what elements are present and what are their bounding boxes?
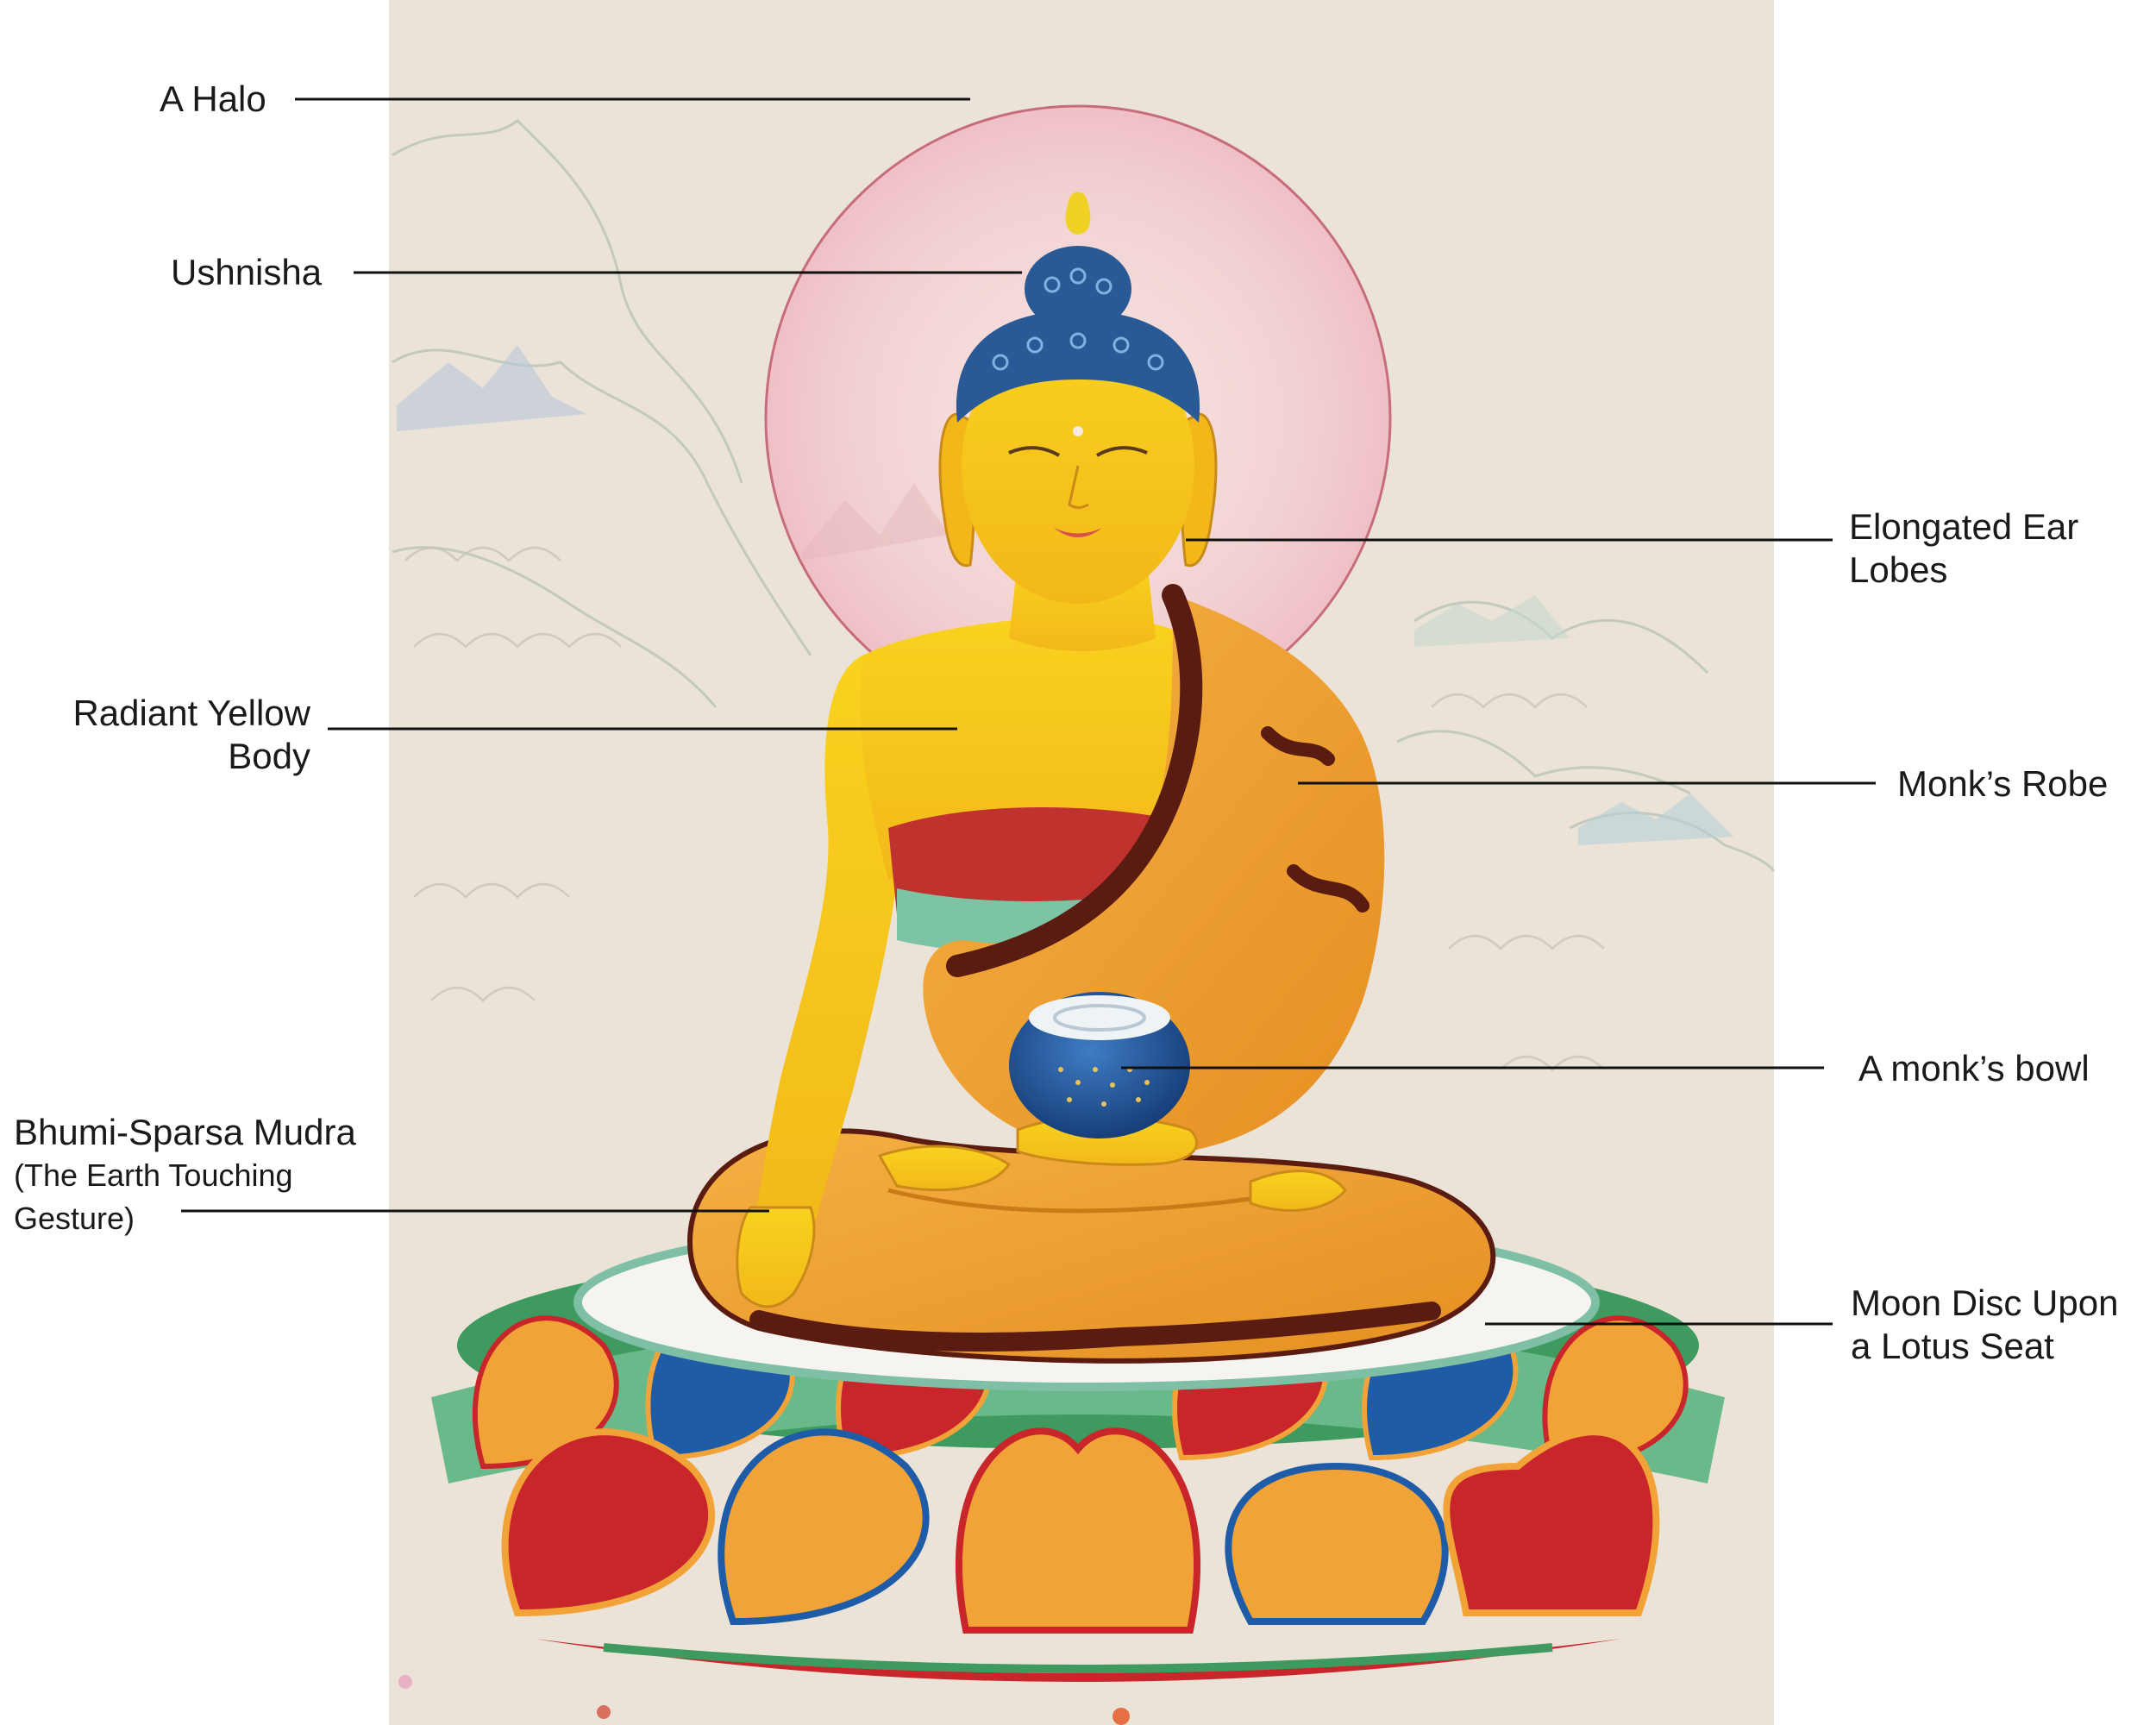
foreground-flowers: [398, 1675, 1130, 1725]
label-body-line-1: Radiant Yellow: [72, 693, 310, 733]
right-foot: [877, 1145, 1012, 1192]
right-hand-earth-touching: [736, 1206, 816, 1308]
label-ear-lobes: Elongated Ear Lobes: [1849, 505, 2078, 592]
label-ear-lobes-line-2: Lobes: [1849, 549, 1948, 590]
label-seat-line-2: a Lotus Seat: [1851, 1326, 2054, 1366]
monks-bowl: [1009, 992, 1190, 1138]
label-ear-lobes-line-1: Elongated Ear: [1849, 506, 2079, 547]
left-foot: [1249, 1170, 1347, 1212]
label-ushnisha: Ushnisha: [171, 252, 323, 292]
halo-peaks: [802, 483, 949, 561]
label-seat: Moon Disc Upon a Lotus Seat: [1851, 1282, 2118, 1368]
background-peaks: [397, 345, 1733, 845]
label-mudra-line-1: Bhumi-Sparsa Mudra: [14, 1112, 356, 1152]
label-mudra-line-3: Gesture): [14, 1201, 135, 1236]
leader-lines: [181, 97, 1876, 1326]
background-clouds: [404, 546, 1605, 1071]
head: [938, 191, 1218, 604]
landscape-background: [392, 119, 1776, 872]
label-body-line-2: Body: [228, 736, 310, 776]
label-robe: Monk’s Robe: [1897, 763, 2109, 804]
label-mudra-line-2: (The Earth Touching: [14, 1157, 293, 1193]
label-seat-line-1: Moon Disc Upon: [1851, 1283, 2119, 1323]
label-body: Radiant Yellow Body: [43, 692, 310, 778]
label-mudra: Bhumi-Sparsa Mudra (The Earth Touching G…: [14, 1111, 356, 1240]
ushnisha: [1025, 246, 1131, 332]
label-bowl: A monk’s bowl: [1858, 1048, 2090, 1088]
label-halo: A Halo: [160, 78, 266, 119]
